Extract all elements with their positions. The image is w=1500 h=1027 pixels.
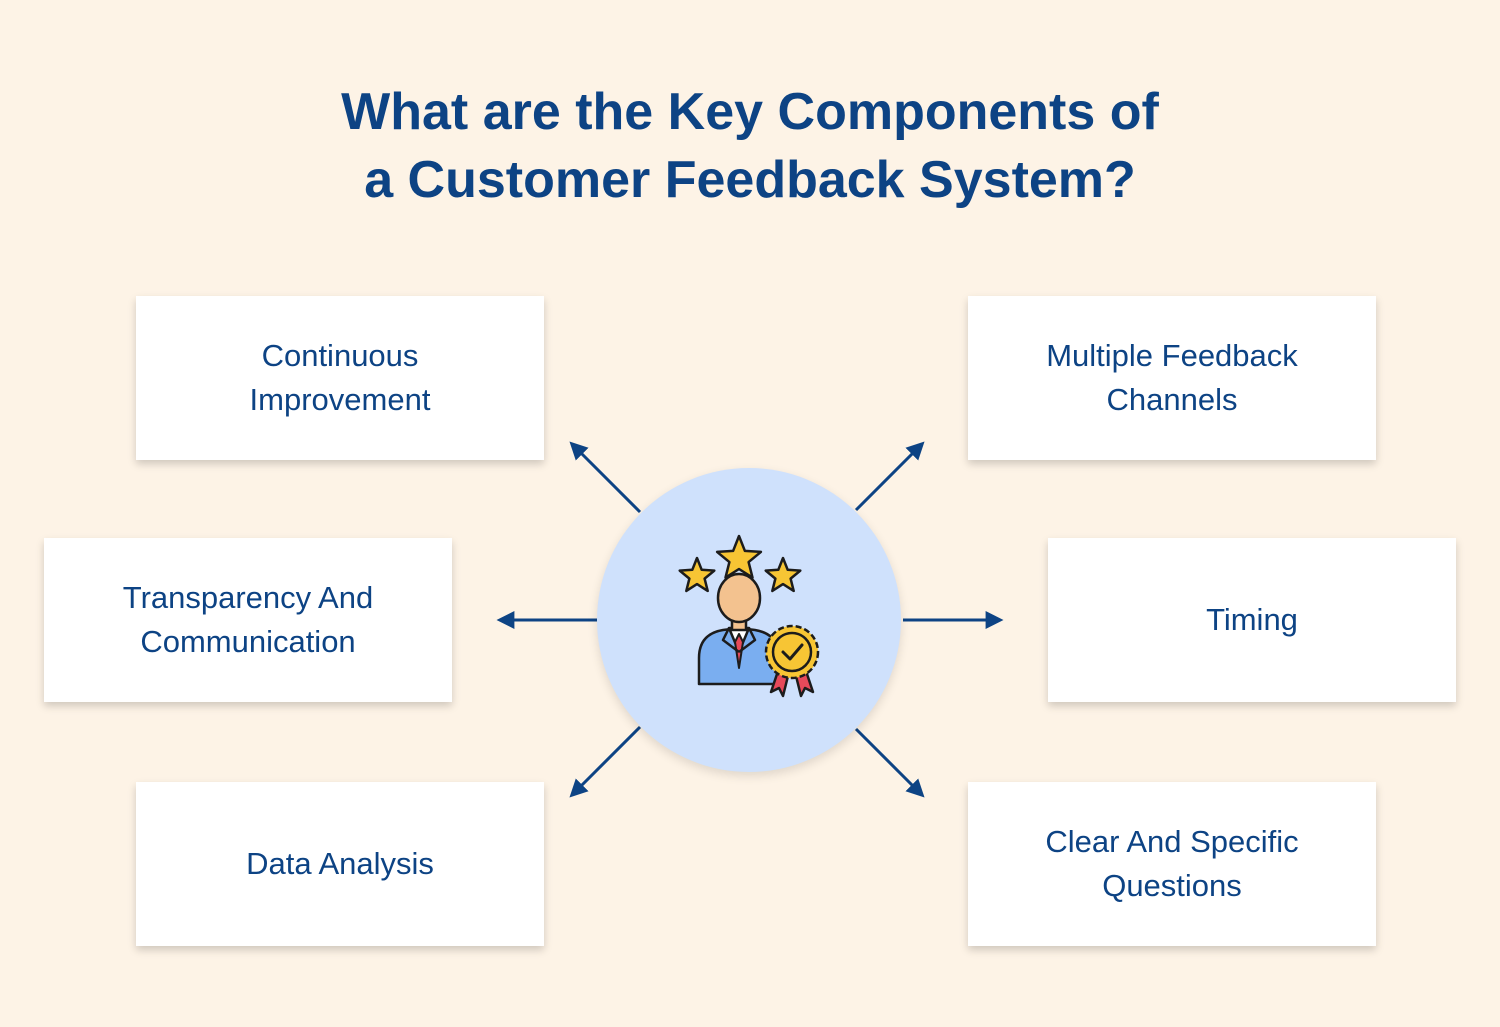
star-icon [678,556,716,593]
component-label: Timing [1206,602,1298,637]
page-title: What are the Key Components of a Custome… [0,78,1500,214]
star-icon [715,534,763,579]
arrow-to-data-analysis [569,725,642,798]
component-card-transparency-communication: Transparency And Communication [44,538,452,702]
arrow-to-clear-specific-questions [854,727,925,798]
arrow-to-continuous-improvement [569,441,642,514]
center-hub [597,468,901,772]
component-label: Transparency And Communication [122,580,374,659]
component-label: Clear And Specific Questions [1045,824,1299,903]
title-line-1: What are the Key Components of [341,83,1159,141]
check-icon [781,643,804,661]
star-icon [764,556,802,593]
arrow-to-multiple-feedback-channels [854,441,925,512]
component-label: Data Analysis [246,846,434,881]
customer-rating-award-icon [678,534,820,698]
component-card-clear-specific-questions: Clear And Specific Questions [968,782,1376,946]
component-label: Continuous Improvement [249,338,431,417]
component-card-timing: Timing [1048,538,1456,702]
component-card-continuous-improvement: Continuous Improvement [136,296,544,460]
component-label: Multiple Feedback Channels [1046,338,1298,417]
component-card-multiple-feedback-channels: Multiple Feedback Channels [968,296,1376,460]
component-card-data-analysis: Data Analysis [136,782,544,946]
title-line-2: a Customer Feedback System? [364,151,1136,209]
